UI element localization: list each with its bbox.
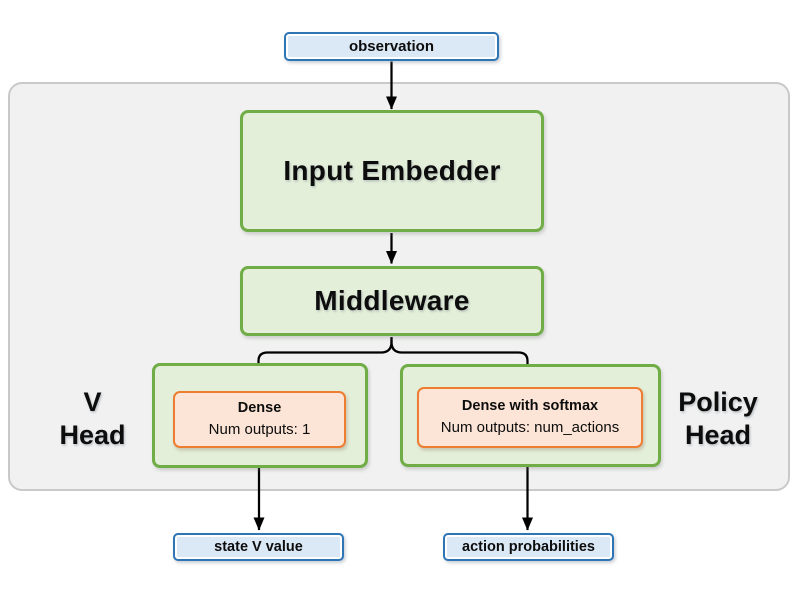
policy-head-dense-subtitle: Num outputs: num_actions — [440, 419, 620, 437]
v-head-label-line1: V — [83, 387, 102, 417]
input-embedder-node: Input Embedder — [240, 110, 544, 232]
policy-head-label-line1: Policy — [678, 387, 758, 417]
policy-head-label: Policy Head — [662, 386, 774, 452]
action-probabilities-node: action probabilities — [443, 533, 614, 561]
policy-head-dense-node: Dense with softmax Num outputs: num_acti… — [417, 387, 643, 448]
middleware-node: Middleware — [240, 266, 544, 336]
policy-head-dense-title: Dense with softmax — [461, 398, 599, 415]
v-head-dense-title: Dense — [237, 400, 282, 417]
v-head-label-line2: Head — [59, 420, 126, 450]
action-probabilities-label: action probabilities — [462, 539, 595, 555]
observation-node: observation — [284, 32, 499, 61]
middleware-label: Middleware — [314, 285, 470, 316]
v-head-dense-node: Dense Num outputs: 1 — [173, 391, 346, 448]
input-embedder-label: Input Embedder — [283, 155, 501, 186]
v-head-label: V Head — [35, 386, 150, 452]
policy-head-label-line2: Head — [684, 420, 752, 450]
v-head-dense-subtitle: Num outputs: 1 — [208, 421, 311, 439]
state-v-value-label: state V value — [214, 539, 303, 555]
state-v-value-node: state V value — [173, 533, 344, 561]
observation-label: observation — [348, 38, 435, 55]
